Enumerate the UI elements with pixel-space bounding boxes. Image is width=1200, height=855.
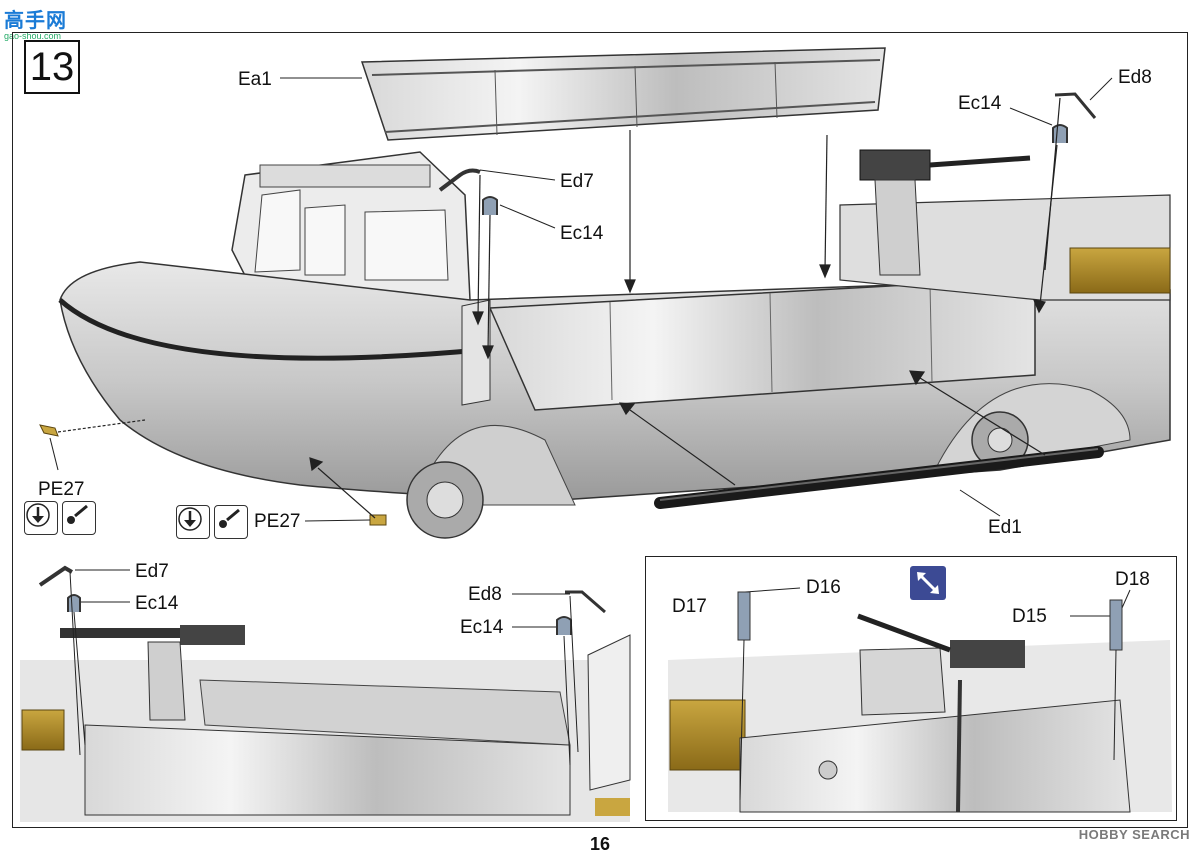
part-pe27-left — [39, 424, 59, 437]
label-d18: D18 — [1115, 569, 1150, 590]
instruction-frame — [12, 32, 1188, 828]
cargo-side-panel — [461, 277, 1036, 411]
label-d15: D15 — [1012, 606, 1047, 627]
part-ec14-top — [482, 196, 498, 215]
watermark-text: 高手网 — [4, 10, 67, 32]
label-d17: D17 — [672, 596, 707, 617]
glue-icon — [62, 501, 96, 535]
label-pe27-mid: PE27 — [254, 511, 301, 532]
rod-ed1 — [654, 446, 1104, 509]
watermark-hobby-search: HOBBY SEARCH — [1078, 827, 1190, 842]
part-ed8-right — [1054, 92, 1097, 119]
inset-frame — [645, 556, 1177, 821]
label-ed7: Ed7 — [560, 171, 594, 192]
detail-view-inset — [668, 591, 1172, 813]
part-ec14-right — [1052, 124, 1068, 143]
label-ec14-detail: Ec14 — [135, 593, 179, 614]
view-flip-icon — [910, 566, 946, 600]
label-ec14: Ec14 — [560, 223, 604, 244]
label-ec14-detail-right: Ec14 — [460, 617, 504, 638]
step-number: 13 — [24, 40, 80, 94]
detail-view-left — [20, 565, 631, 822]
glue-icon — [214, 505, 248, 539]
label-ed8-detail: Ed8 — [468, 584, 502, 605]
watermark-url: gao-shou.com — [4, 31, 62, 41]
fold-down-icon — [176, 505, 210, 539]
label-ec14-right: Ec14 — [958, 93, 1002, 114]
label-ea1: Ea1 — [238, 69, 272, 90]
assembly-arrows — [57, 97, 1061, 519]
page-number: 16 — [589, 834, 611, 854]
label-ed1: Ed1 — [988, 517, 1022, 538]
watermark-logo: 高手网 gao-shou.com — [4, 4, 67, 41]
rear-deck — [839, 149, 1171, 301]
leader-lines — [49, 77, 1131, 628]
label-pe27-left: PE27 — [38, 479, 85, 500]
label-ed7-detail: Ed7 — [135, 561, 169, 582]
cab — [231, 151, 471, 314]
label-ed8: Ed8 — [1118, 67, 1152, 88]
label-d16: D16 — [806, 577, 841, 598]
canopy-panel-ea1 — [360, 47, 886, 141]
fold-down-icon — [24, 501, 58, 535]
part-ed7-top — [438, 168, 481, 192]
